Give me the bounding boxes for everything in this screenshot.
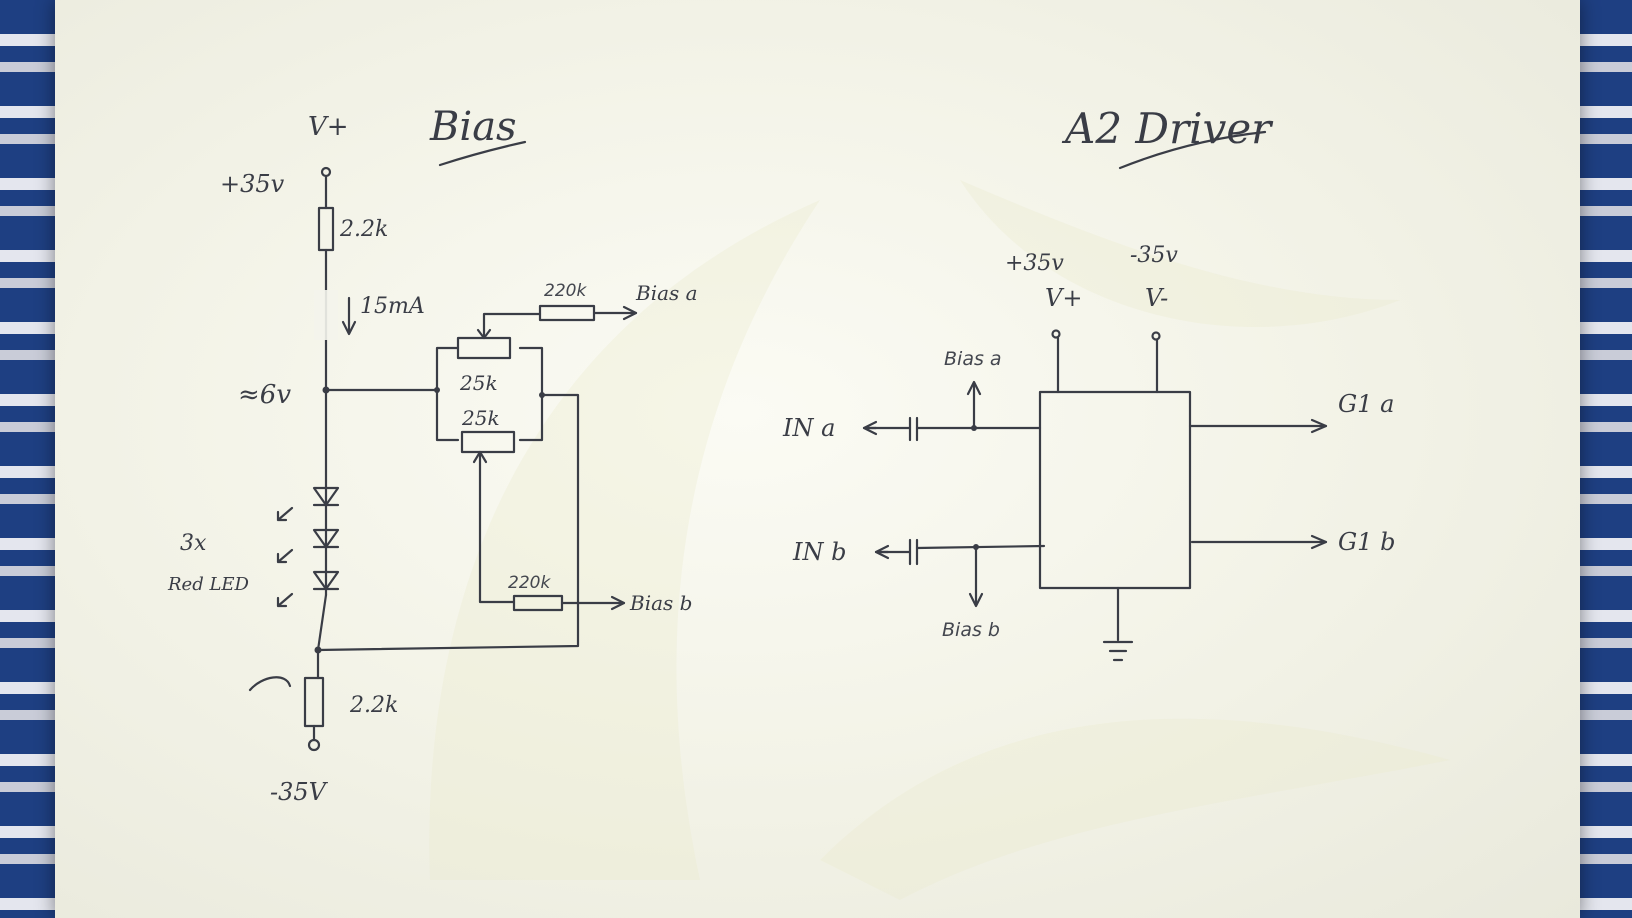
driver-vplus-label: V+ xyxy=(1045,284,1082,312)
bias-a-input-arrow xyxy=(966,380,982,396)
current-label: 15mA xyxy=(360,294,425,319)
resistor-bottom-label: 2.2k xyxy=(349,693,398,718)
driver-vminus-label: V- xyxy=(1145,284,1168,312)
bias-vminus-value: -35V xyxy=(270,778,329,806)
paper-watermark xyxy=(429,180,1450,900)
scribble xyxy=(248,676,292,692)
bias-vplus-value: +35v xyxy=(220,170,285,198)
vplus-terminal xyxy=(320,166,332,178)
bias-vplus-label: V+ xyxy=(308,112,349,142)
vminus-terminal xyxy=(307,738,321,752)
driver-vplus-terminal xyxy=(1051,329,1061,339)
potentiometer-b xyxy=(460,430,516,454)
driver-block xyxy=(1038,390,1192,590)
bias-b-arrow xyxy=(610,595,626,611)
paper-sheet xyxy=(55,0,1580,918)
driver-title: A2 Driver xyxy=(1061,104,1274,153)
output-b-label: G1 b xyxy=(1338,528,1395,556)
driver-vminus-terminal xyxy=(1151,331,1161,341)
bias-b-input-arrow xyxy=(968,592,984,608)
current-arrow-head xyxy=(341,320,357,336)
bias-a-arrow xyxy=(622,305,638,321)
wire xyxy=(915,544,1046,550)
resistor-220k-a xyxy=(538,304,596,322)
bias-a-output-label: Bias a xyxy=(635,281,698,305)
wiper-b-wire xyxy=(478,450,516,604)
wiper-a-wire xyxy=(482,312,542,340)
led-count-label: 3x xyxy=(180,531,207,556)
driver-vminus-value: -35v xyxy=(1130,243,1178,268)
output-b-arrow xyxy=(1310,534,1328,550)
bias-circuit: Bias V+ +35v 2.2k 15mA ≈6v 3x Red LED xyxy=(167,104,698,806)
pot-b-label: 25k xyxy=(461,406,500,430)
pot-network-wires xyxy=(435,346,544,442)
driver-circuit: A2 Driver +35v -35v V+ V- IN a Bias a IN… xyxy=(782,104,1395,662)
wiper-a-arrow xyxy=(476,328,492,340)
led-string xyxy=(276,486,340,608)
driver-bias-b-label: Bias b xyxy=(942,619,1000,641)
resistor-220k-b-label: 220k xyxy=(508,573,551,593)
return-wire xyxy=(316,393,580,652)
output-a-label: G1 a xyxy=(1338,390,1394,418)
driver-bias-a-label: Bias a xyxy=(944,348,1002,370)
bias-b-output-label: Bias b xyxy=(629,591,692,615)
resistor-bottom xyxy=(303,676,325,728)
potentiometer-a xyxy=(456,336,512,360)
resistor-top xyxy=(317,206,335,252)
output-a-arrow xyxy=(1310,418,1328,434)
driver-vplus-value: +35v xyxy=(1005,251,1064,276)
correction-fluid xyxy=(314,290,338,340)
input-a-label: IN a xyxy=(782,414,835,442)
input-b-label: IN b xyxy=(792,538,846,566)
wiper-b-arrow xyxy=(472,450,488,464)
wire xyxy=(316,593,328,652)
resistor-220k-a-label: 220k xyxy=(544,281,587,301)
led-label: Red LED xyxy=(167,574,250,595)
node-voltage-label: ≈6v xyxy=(238,380,291,410)
pot-a-label: 25k xyxy=(459,371,498,395)
bias-title-underline xyxy=(438,140,527,167)
driver-title-underline xyxy=(1118,130,1267,170)
ground-icon xyxy=(1102,640,1134,662)
resistor-top-label: 2.2k xyxy=(339,217,388,242)
bias-title: Bias xyxy=(429,104,517,150)
